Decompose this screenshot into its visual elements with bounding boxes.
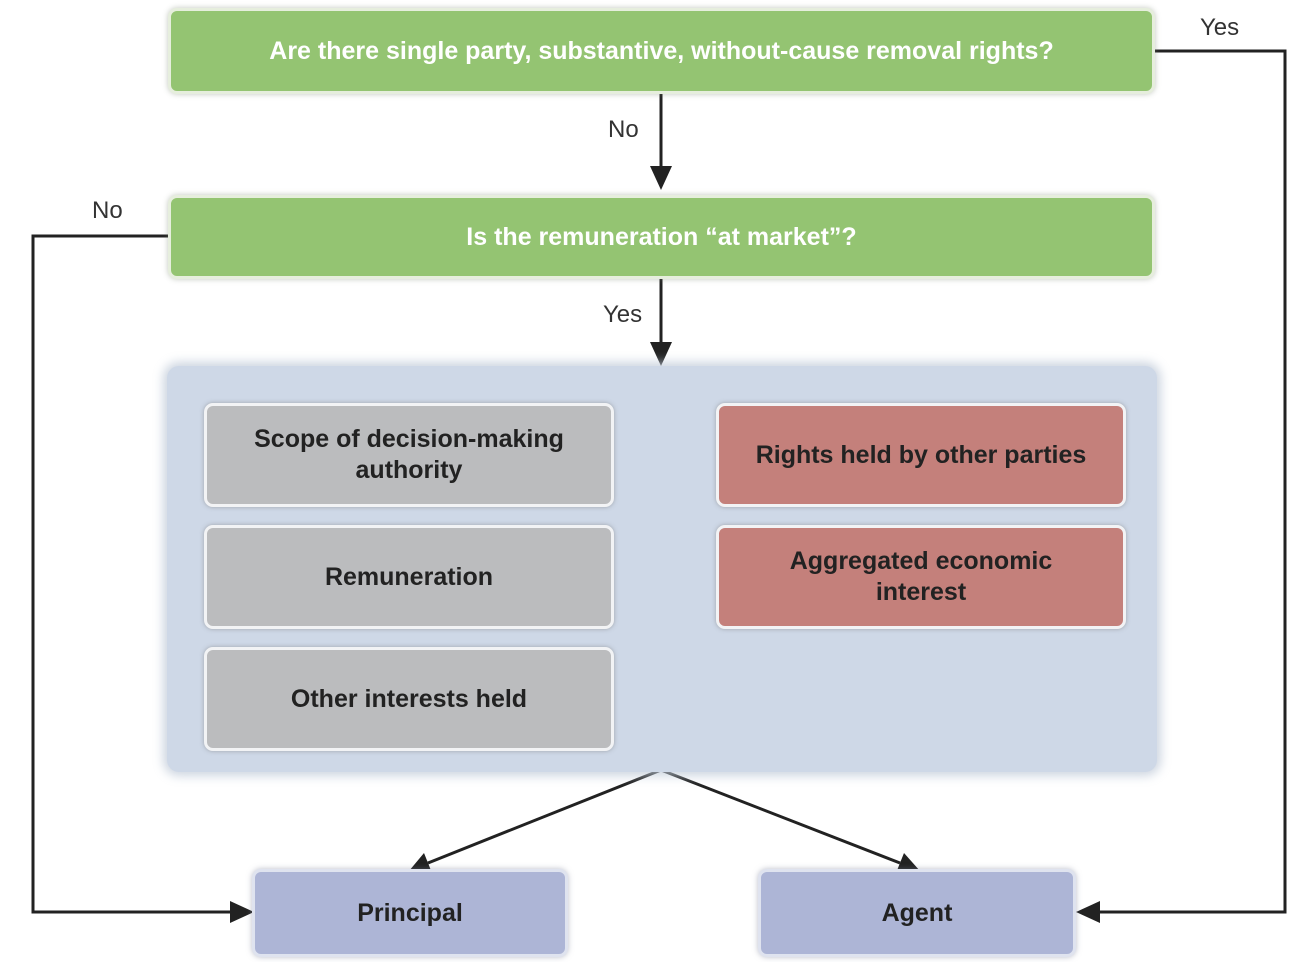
- factor-scope-of-authority: Scope of decision-making authority: [204, 403, 614, 507]
- factor-rights-held-by-others: Rights held by other parties: [716, 403, 1126, 507]
- arrowhead-agent-right: [1076, 901, 1100, 923]
- factor-rights-text: Rights held by other parties: [755, 440, 1087, 469]
- arrow-q1-yes-to-agent: [1096, 49, 1287, 914]
- label-q2-no: No: [92, 197, 123, 224]
- factor-remuneration-text: Remuneration: [324, 562, 494, 591]
- factor-aggregated-economic-interest: Aggregated economic interest: [716, 525, 1126, 629]
- question-removal-rights: Are there single party, substantive, wit…: [168, 8, 1155, 94]
- outcome-principal-text: Principal: [357, 898, 463, 927]
- arrowhead-q2-yes: [650, 342, 672, 366]
- question-removal-rights-text: Are there single party, substantive, wit…: [269, 36, 1054, 65]
- question-remuneration-text: Is the remuneration “at market”?: [466, 222, 857, 251]
- label-q2-yes: Yes: [603, 301, 643, 328]
- outcome-principal: Principal: [252, 869, 568, 957]
- arrow-panel-to-agent: [660, 768, 901, 865]
- label-q1-no: No: [608, 116, 639, 143]
- factor-remuneration: Remuneration: [204, 525, 614, 629]
- arrow-q2-no-to-principal: [31, 234, 234, 914]
- arrowhead-q1-no: [650, 166, 672, 190]
- outcome-agent: Agent: [758, 869, 1076, 957]
- factor-other-interests: Other interests held: [204, 647, 614, 751]
- arrowhead-agent-down: [896, 853, 920, 873]
- factor-aggregated-text: Aggregated economic interest: [789, 547, 1053, 606]
- factor-scope-text: Scope of decision-making authority: [254, 425, 564, 484]
- arrowhead-principal-left: [230, 901, 254, 923]
- outcome-agent-text: Agent: [881, 898, 953, 927]
- arrowhead-principal-down: [409, 853, 432, 873]
- question-remuneration-at-market: Is the remuneration “at market”?: [168, 195, 1155, 279]
- factor-other-interests-text: Other interests held: [290, 684, 528, 713]
- arrow-panel-to-principal: [427, 768, 662, 865]
- label-q1-yes: Yes: [1200, 14, 1240, 41]
